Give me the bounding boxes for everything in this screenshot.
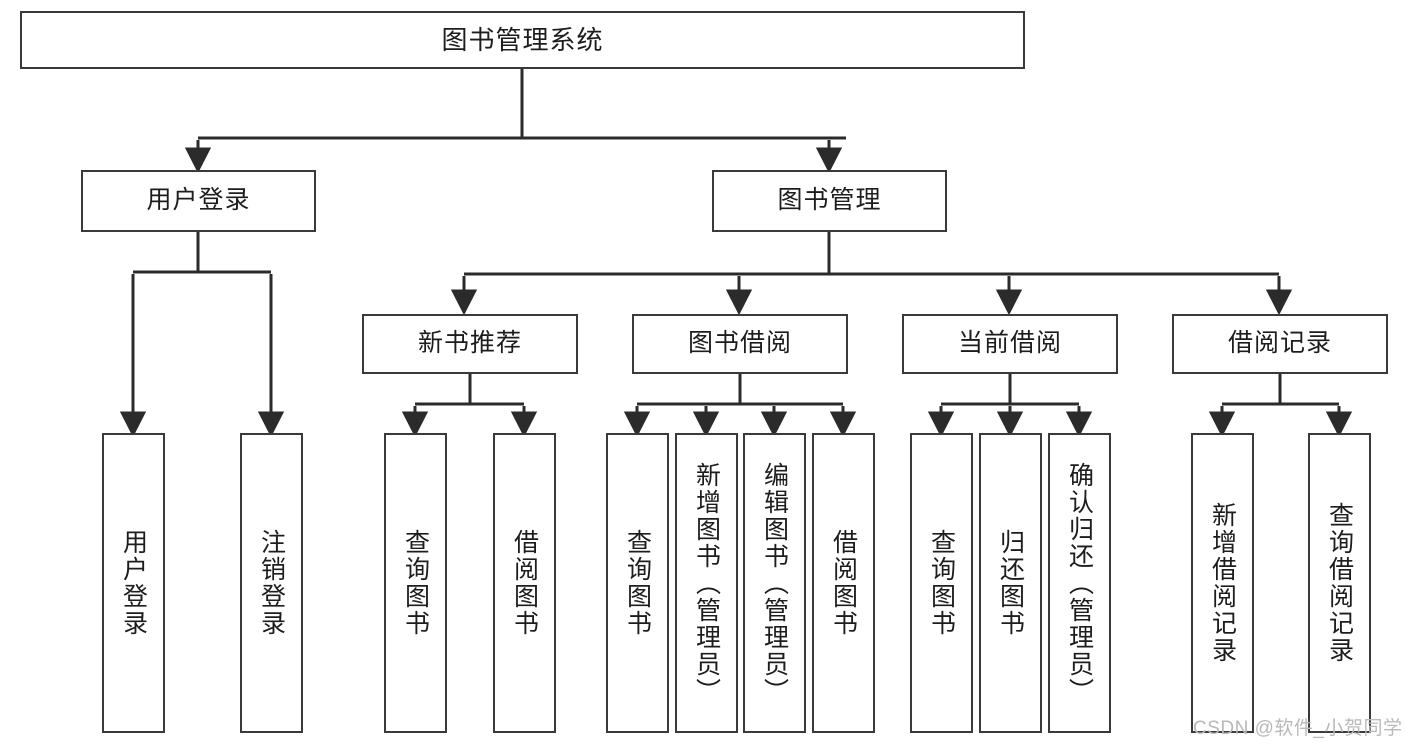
node-leaf-borrow-book-2-label: 借阅图书 xyxy=(829,529,858,637)
csdn-watermark: CSDN @软件_小贺同学 xyxy=(1193,718,1403,739)
node-leaf-return-book-label: 归还图书 xyxy=(996,529,1025,637)
node-book-borrow[interactable]: 图书借阅 xyxy=(632,314,848,374)
node-borrow-record-label: 借阅记录 xyxy=(1227,329,1332,358)
node-user-login-label: 用户登录 xyxy=(146,186,251,215)
node-book-management-label: 图书管理 xyxy=(777,186,882,215)
node-leaf-add-record-label: 新增借阅记录 xyxy=(1208,502,1237,664)
node-leaf-query-record-label: 查询借阅记录 xyxy=(1325,502,1354,664)
node-leaf-confirm-return[interactable]: 确认归还（管理员） xyxy=(1048,433,1111,733)
node-leaf-query-book-1[interactable]: 查询图书 xyxy=(384,433,447,733)
node-leaf-return-book[interactable]: 归还图书 xyxy=(979,433,1042,733)
node-book-borrow-label: 图书借阅 xyxy=(687,329,792,358)
node-leaf-borrow-book-1[interactable]: 借阅图书 xyxy=(493,433,556,733)
node-new-book-recommendation[interactable]: 新书推荐 xyxy=(362,314,578,374)
node-leaf-logout[interactable]: 注销登录 xyxy=(240,433,303,733)
node-leaf-user-login[interactable]: 用户登录 xyxy=(102,433,165,733)
node-leaf-edit-book[interactable]: 编辑图书（管理员） xyxy=(743,433,806,733)
node-current-borrow[interactable]: 当前借阅 xyxy=(902,314,1118,374)
node-book-management[interactable]: 图书管理 xyxy=(712,170,947,232)
node-leaf-add-book[interactable]: 新增图书（管理员） xyxy=(675,433,738,733)
node-leaf-query-record[interactable]: 查询借阅记录 xyxy=(1308,433,1371,733)
node-leaf-logout-label: 注销登录 xyxy=(257,529,286,637)
node-leaf-query-book-2[interactable]: 查询图书 xyxy=(606,433,669,733)
node-leaf-borrow-book-1-label: 借阅图书 xyxy=(510,529,539,637)
node-leaf-query-book-1-label: 查询图书 xyxy=(401,529,430,637)
node-user-login[interactable]: 用户登录 xyxy=(81,170,316,232)
node-root-label: 图书管理系统 xyxy=(441,24,604,55)
node-current-borrow-label: 当前借阅 xyxy=(957,329,1062,358)
node-leaf-query-book-3[interactable]: 查询图书 xyxy=(910,433,973,733)
node-borrow-record[interactable]: 借阅记录 xyxy=(1172,314,1388,374)
node-leaf-edit-book-label: 编辑图书（管理员） xyxy=(760,461,789,705)
node-leaf-add-book-label: 新增图书（管理员） xyxy=(692,461,721,705)
node-leaf-user-login-label: 用户登录 xyxy=(119,529,148,637)
node-leaf-query-book-2-label: 查询图书 xyxy=(623,529,652,637)
node-new-book-recommendation-label: 新书推荐 xyxy=(417,329,522,358)
node-root[interactable]: 图书管理系统 xyxy=(20,11,1025,69)
node-leaf-confirm-return-label: 确认归还（管理员） xyxy=(1065,461,1094,705)
node-leaf-add-record[interactable]: 新增借阅记录 xyxy=(1191,433,1254,733)
node-leaf-query-book-3-label: 查询图书 xyxy=(927,529,956,637)
node-leaf-borrow-book-2[interactable]: 借阅图书 xyxy=(812,433,875,733)
